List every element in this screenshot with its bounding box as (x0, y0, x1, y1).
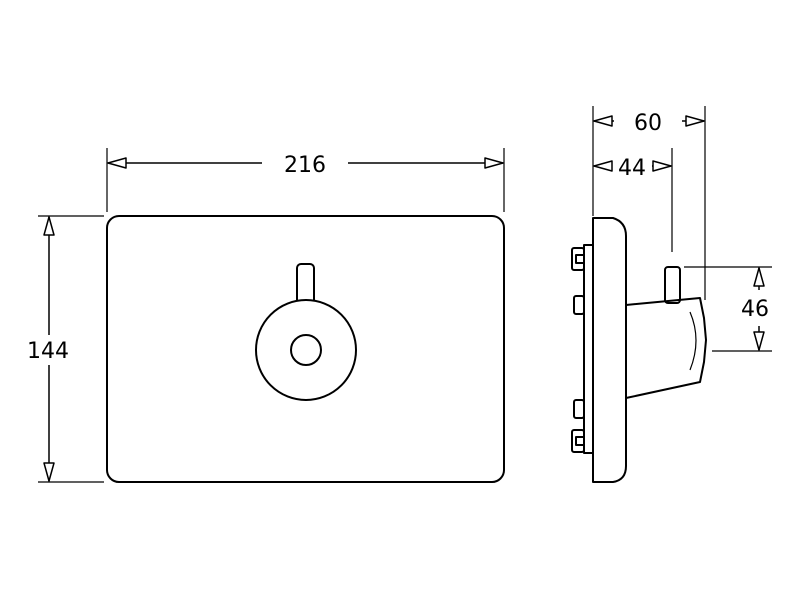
dimension-width-label: 216 (284, 153, 326, 178)
knob-center (290, 334, 322, 366)
side-knob (625, 297, 707, 399)
dimension-side-plate: 44 (593, 148, 673, 252)
dimension-height: 144 (20, 215, 104, 483)
dimension-width: 216 (106, 148, 505, 212)
cover-plate (106, 215, 505, 483)
dimension-side-total: 60 (592, 106, 706, 300)
front-view (106, 215, 505, 483)
dimension-side-handle-label: 46 (741, 297, 769, 322)
dimension-side-total-label: 60 (634, 111, 662, 136)
side-lever (664, 266, 681, 304)
side-view (571, 217, 707, 483)
mounting-frame (583, 244, 594, 454)
dimension-side-plate-label: 44 (618, 156, 646, 181)
knob-outer (255, 299, 357, 401)
side-plate (592, 217, 627, 483)
dimension-side-handle: 46 (684, 266, 772, 352)
dimension-height-label: 144 (27, 339, 69, 364)
